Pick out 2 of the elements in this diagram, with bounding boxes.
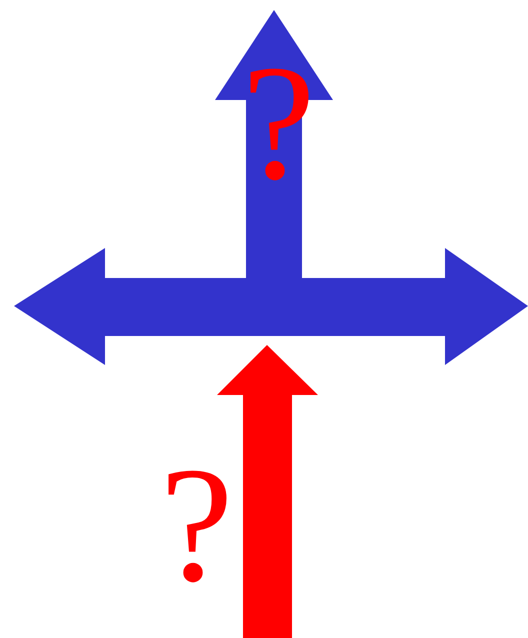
question-mark: ?	[242, 40, 316, 205]
question-mark: ?	[160, 442, 234, 607]
